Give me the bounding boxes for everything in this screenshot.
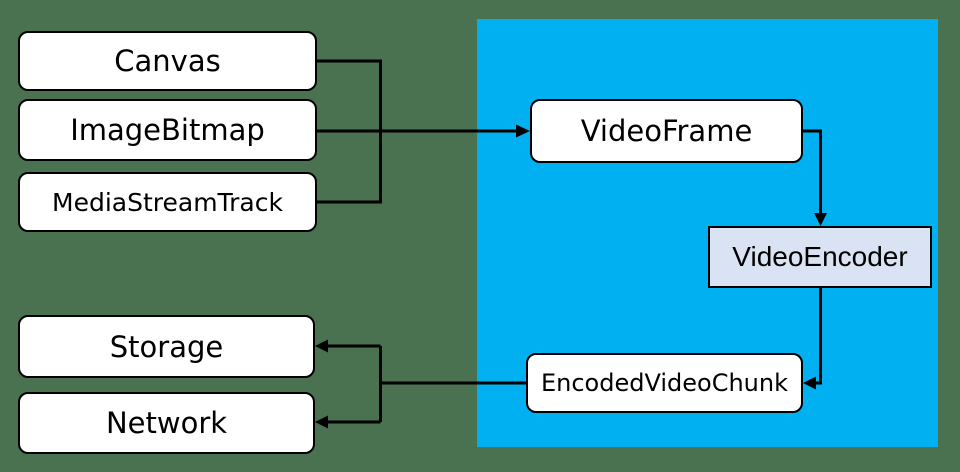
connector-videoencoder-chunk xyxy=(815,288,822,385)
node-video-encoder: VideoEncoder xyxy=(708,226,932,288)
node-image-bitmap-label: ImageBitmap xyxy=(70,113,265,147)
arrowhead-storage xyxy=(315,339,328,353)
arrowhead-network xyxy=(315,415,328,429)
node-canvas: Canvas xyxy=(18,31,317,91)
node-storage: Storage xyxy=(18,315,315,378)
node-encoded-video-chunk-label: EncodedVideoChunk xyxy=(540,369,789,397)
node-video-frame-label: VideoFrame xyxy=(580,114,753,148)
node-canvas-label: Canvas xyxy=(114,44,221,78)
arrowhead-videoencoder xyxy=(814,213,827,226)
connector-videoframe-videoencoder xyxy=(803,129,822,214)
node-video-frame: VideoFrame xyxy=(530,99,803,163)
arrowhead-videoframe xyxy=(516,124,530,138)
node-storage-label: Storage xyxy=(109,329,224,364)
node-image-bitmap: ImageBitmap xyxy=(18,99,317,161)
node-encoded-video-chunk: EncodedVideoChunk xyxy=(526,353,803,413)
node-media-stream-track-label: MediaStreamTrack xyxy=(52,187,283,217)
arrowhead-encodedvideochunk xyxy=(803,376,816,390)
connector-chunk-split xyxy=(327,344,526,424)
node-media-stream-track: MediaStreamTrack xyxy=(18,172,317,232)
node-network: Network xyxy=(18,392,315,454)
node-network-label: Network xyxy=(105,406,228,440)
node-video-encoder-label: VideoEncoder xyxy=(732,241,908,272)
